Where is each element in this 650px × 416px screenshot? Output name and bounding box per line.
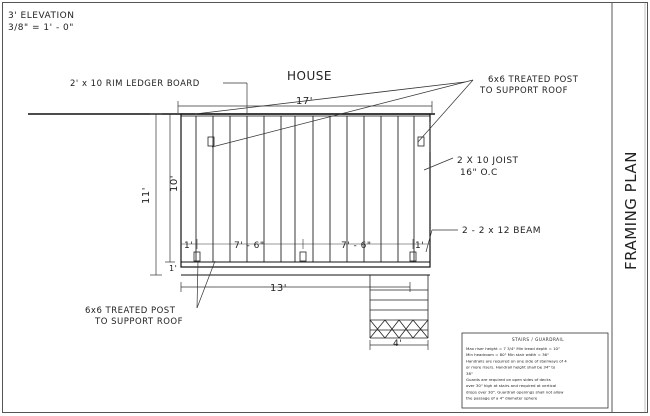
span-left-end: 1' bbox=[184, 241, 193, 251]
joist-label-1: 2 X 10 JOIST bbox=[457, 156, 519, 166]
dim-left-inner: 10' bbox=[169, 175, 180, 192]
stair-note-line: or more risers. Handrail height shall be… bbox=[466, 365, 556, 370]
post-top-left bbox=[207, 136, 215, 147]
ledger-label: 2' x 10 RIM LEDGER BOARD bbox=[70, 79, 200, 89]
stair-note-line: Handrails are required on one side of st… bbox=[466, 358, 567, 363]
post-bottom-2 bbox=[299, 251, 307, 262]
stair-notes-body: Max riser height = 7 3/4" Min tread dept… bbox=[466, 346, 567, 401]
scale-note: 3/8" = 1' - 0" bbox=[8, 23, 74, 33]
roof-slope-line bbox=[194, 81, 466, 115]
dim-bottom-width: 13' bbox=[270, 283, 287, 294]
stair-note-line: Guards are required on open sides of dec… bbox=[466, 377, 551, 382]
span-2: 7' - 6" bbox=[341, 241, 372, 251]
beam-label: 2 - 2 x 12 BEAM bbox=[462, 226, 541, 236]
post-bottom-1 bbox=[193, 251, 201, 262]
stair-note-line: drops over 30". Guardrail openings shall… bbox=[466, 389, 564, 394]
stair-note-line: over 30" high at stairs and required at … bbox=[466, 383, 556, 388]
stair-width: 4' bbox=[393, 339, 402, 349]
beam-leader-drop bbox=[425, 229, 433, 253]
dim-left-outer: 11' bbox=[141, 187, 152, 204]
stair-note-line: the passage of a 4" diameter sphere bbox=[466, 396, 538, 401]
post-top-label-2: TO SUPPORT ROOF bbox=[479, 86, 568, 96]
stairs bbox=[369, 275, 429, 339]
title-block-label: FRAMING PLAN bbox=[622, 151, 640, 270]
post-top-label-1: 6x6 TREATED POST bbox=[488, 75, 579, 85]
stair-notes-box bbox=[461, 332, 609, 409]
joist-label-2: 16" O.C bbox=[460, 168, 498, 178]
elevation-title: 3' ELEVATION bbox=[8, 11, 74, 21]
span-1: 7' - 6" bbox=[234, 241, 265, 251]
dim-top-width: 17' bbox=[296, 96, 313, 107]
span-right-end: 1' bbox=[415, 241, 424, 251]
house-label: HOUSE bbox=[287, 69, 332, 83]
stair-note-line: 38" bbox=[466, 371, 473, 376]
joist-group bbox=[195, 116, 415, 262]
post-bottom-3 bbox=[409, 251, 417, 262]
post-bottom-label-1: 6x6 TREATED POST bbox=[85, 306, 176, 316]
stair-note-line: Max riser height = 7 3/4" Min tread dept… bbox=[466, 346, 560, 351]
joist-leader bbox=[423, 157, 454, 171]
post-bottom-label-2: TO SUPPORT ROOF bbox=[94, 317, 183, 327]
dim-left-bottom: 1' bbox=[169, 264, 177, 273]
stair-note-line: Min headroom = 80" Min stair width = 36" bbox=[466, 352, 549, 357]
post-bottom-leader-1 bbox=[196, 260, 199, 309]
post-top-leader-right bbox=[417, 79, 474, 143]
post-bottom-leader-2 bbox=[196, 260, 216, 309]
stair-notes-title: STAIRS / GUARDRAIL bbox=[512, 337, 564, 342]
post-top-leader-left bbox=[211, 79, 474, 148]
